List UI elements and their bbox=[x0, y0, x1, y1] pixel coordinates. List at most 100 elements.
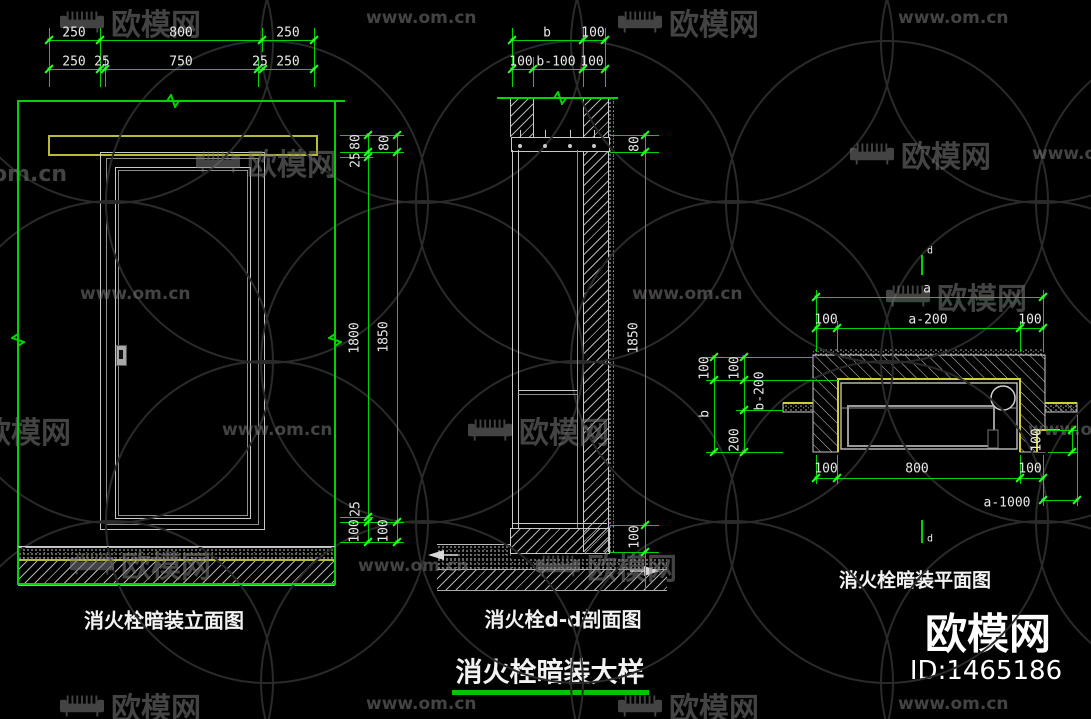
dim-line bbox=[1020, 321, 1021, 352]
dim-line bbox=[340, 157, 373, 158]
dim-grip bbox=[712, 378, 716, 382]
dim-line bbox=[744, 357, 745, 452]
dim-grip bbox=[531, 67, 535, 71]
dim-grip bbox=[742, 408, 746, 412]
watermark: 欧模网 bbox=[536, 544, 677, 588]
dim-label: b bbox=[697, 410, 713, 418]
dim-line bbox=[100, 28, 101, 87]
dim-label: 100 bbox=[347, 519, 363, 543]
dim-line bbox=[714, 357, 715, 452]
dim-line bbox=[340, 517, 373, 518]
dim-grip bbox=[1041, 498, 1045, 502]
dim-line bbox=[1043, 290, 1044, 352]
dim-grip bbox=[395, 520, 399, 524]
watermark-text: 欧模网 bbox=[519, 416, 609, 451]
watermark-text: 欧模网 bbox=[0, 416, 71, 451]
dim-grip bbox=[742, 450, 746, 454]
dim-label: 100 bbox=[727, 356, 743, 380]
dim-grip bbox=[395, 150, 399, 154]
watermark: www.om.cn bbox=[1032, 144, 1091, 164]
dim-grip bbox=[1018, 326, 1022, 330]
dim-line bbox=[512, 523, 607, 524]
watermark-text: 欧模网 bbox=[121, 550, 211, 585]
dim-label: 100 bbox=[814, 461, 838, 477]
dim-line bbox=[512, 40, 605, 41]
dim-line bbox=[610, 525, 659, 526]
dim-line bbox=[594, 130, 595, 137]
watermark-text: www.om.cn bbox=[222, 420, 333, 440]
watermark-text: 欧模网 bbox=[587, 552, 677, 587]
dim-label: 250 bbox=[276, 54, 300, 70]
dim-grip bbox=[261, 67, 265, 71]
dim-grip bbox=[835, 476, 839, 480]
dim-line bbox=[816, 478, 1043, 479]
dim-grip bbox=[510, 38, 514, 42]
dim-line bbox=[340, 135, 404, 136]
dim-line bbox=[610, 135, 659, 136]
watermark: om.cn bbox=[0, 162, 67, 187]
dim-line bbox=[605, 28, 606, 87]
dim-line bbox=[816, 297, 1043, 298]
dim-grip bbox=[1070, 450, 1074, 454]
dim-line bbox=[921, 520, 923, 543]
dim-line bbox=[1043, 455, 1044, 506]
watermark: www.om.cn bbox=[632, 284, 743, 304]
watermark-text: www.om.cn bbox=[366, 8, 477, 28]
watermark: 欧模网 bbox=[468, 408, 609, 452]
dim-label: 1850 bbox=[626, 322, 642, 354]
dim-line bbox=[368, 135, 369, 542]
dim-line bbox=[610, 552, 659, 553]
dim-label: 1850 bbox=[376, 321, 392, 353]
sofa-icon bbox=[618, 11, 662, 33]
dim-grip bbox=[98, 67, 102, 71]
watermark: www.om.cn bbox=[366, 694, 477, 714]
dim-line bbox=[340, 542, 404, 543]
dim-label: 80 bbox=[377, 135, 393, 151]
dim-grip bbox=[643, 150, 647, 154]
dim-line bbox=[518, 390, 577, 391]
dim-grip bbox=[742, 355, 746, 359]
dim-label: b bbox=[543, 25, 551, 41]
dim-label: 800 bbox=[905, 461, 929, 477]
dim-line bbox=[397, 135, 398, 542]
dim-grip bbox=[814, 476, 818, 480]
dim-line bbox=[837, 321, 838, 352]
sofa-icon bbox=[70, 553, 114, 575]
watermark-text: 欧模网 bbox=[111, 8, 201, 43]
dim-line bbox=[570, 130, 571, 137]
dim-line bbox=[1077, 415, 1078, 506]
section-mark-label: d bbox=[926, 533, 934, 545]
dim-line bbox=[512, 69, 605, 70]
dim-grip bbox=[366, 520, 370, 524]
dim-label: 100 bbox=[814, 312, 838, 328]
sofa-icon bbox=[536, 555, 580, 577]
dim-line bbox=[545, 130, 546, 137]
watermark: www.om.cn bbox=[358, 556, 469, 576]
dim-label: 25 bbox=[348, 501, 364, 517]
bolt-dot bbox=[518, 144, 522, 148]
dim-label: 80 bbox=[627, 136, 643, 152]
dim-line bbox=[1043, 500, 1077, 501]
dim-grip bbox=[643, 523, 647, 527]
dim-label: 250 bbox=[276, 25, 300, 41]
dim-label: 100 bbox=[1018, 312, 1042, 328]
dim-grip bbox=[395, 540, 399, 544]
dim-grip bbox=[47, 38, 51, 42]
dim-grip bbox=[395, 133, 399, 137]
dim-line bbox=[518, 150, 519, 528]
watermark: www.om.cn bbox=[366, 8, 477, 28]
dim-line bbox=[520, 130, 521, 137]
watermark-text: 欧模网 bbox=[901, 140, 991, 175]
watermark-text: www.om.cn bbox=[358, 556, 469, 576]
dim-grip bbox=[1041, 295, 1045, 299]
watermark-text: www.om.cn bbox=[632, 284, 743, 304]
watermark: 欧模网 bbox=[618, 0, 759, 44]
dim-label: 25 bbox=[252, 54, 268, 70]
dim-label: 100 bbox=[697, 356, 713, 380]
watermark-text: om.cn bbox=[0, 162, 68, 187]
watermark-text: 欧模网 bbox=[669, 8, 759, 43]
dim-label: 100 bbox=[376, 519, 392, 543]
dim-grip bbox=[47, 67, 51, 71]
dim-grip bbox=[1070, 428, 1074, 432]
